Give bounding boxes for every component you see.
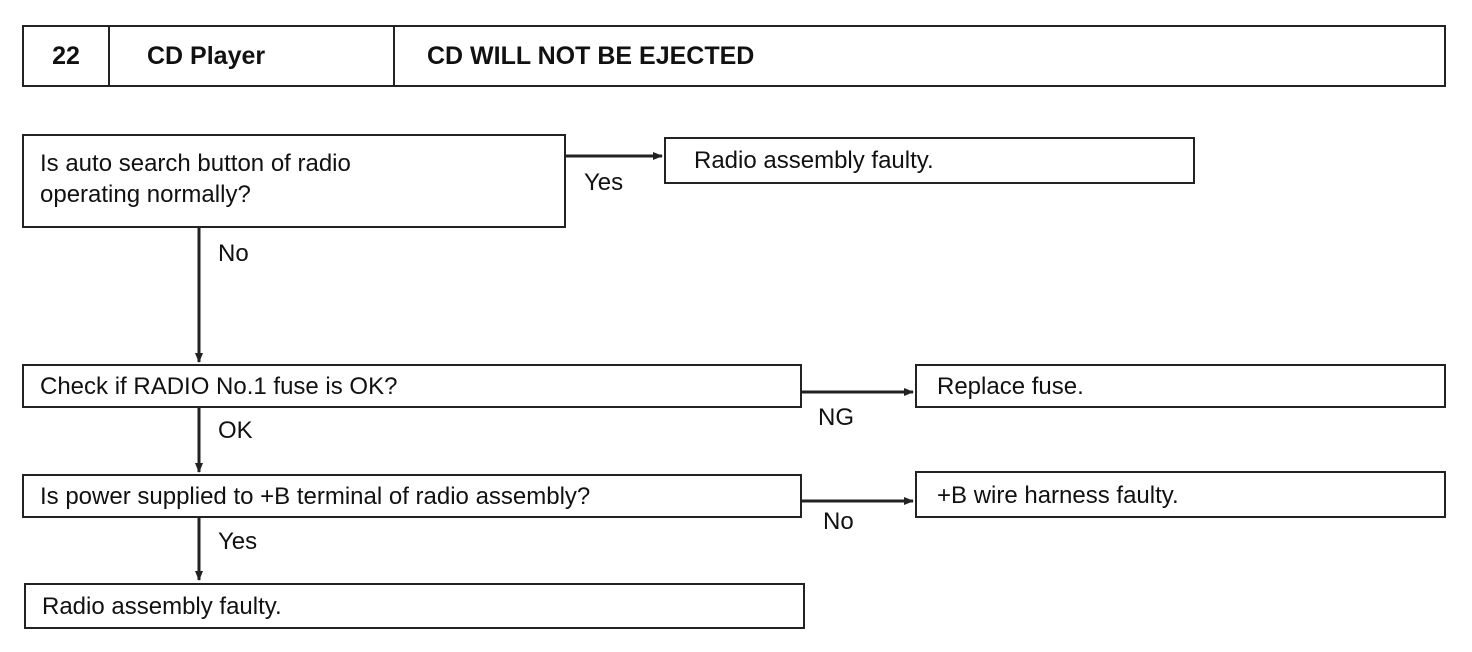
question-fuse-check: Check if RADIO No.1 fuse is OK?	[22, 364, 802, 408]
system-name: CD Player	[110, 27, 395, 85]
label-q3-yes: Yes	[218, 528, 258, 555]
symptom-title: CD WILL NOT BE EJECTED	[427, 41, 755, 70]
result-replace-fuse: Replace fuse.	[915, 364, 1446, 408]
header-table: 22 CD Player CD WILL NOT BE EJECTED	[22, 25, 1446, 87]
result-radio-faulty-1: Radio assembly faulty.	[664, 137, 1195, 184]
result-radio-faulty-2: Radio assembly faulty.	[24, 583, 805, 629]
label-q1-no: No	[218, 240, 249, 267]
label-q1-yes: Yes	[584, 169, 624, 196]
label-q3-no: No	[823, 508, 854, 535]
result-wire-harness-faulty: +B wire harness faulty.	[915, 471, 1446, 518]
label-q2-ng: NG	[818, 404, 854, 431]
question-power-supply: Is power supplied to +B terminal of radi…	[22, 474, 802, 518]
question-auto-search: Is auto search button of radio operating…	[22, 134, 566, 228]
section-number: 22	[24, 27, 110, 85]
label-q2-ok: OK	[218, 417, 253, 444]
